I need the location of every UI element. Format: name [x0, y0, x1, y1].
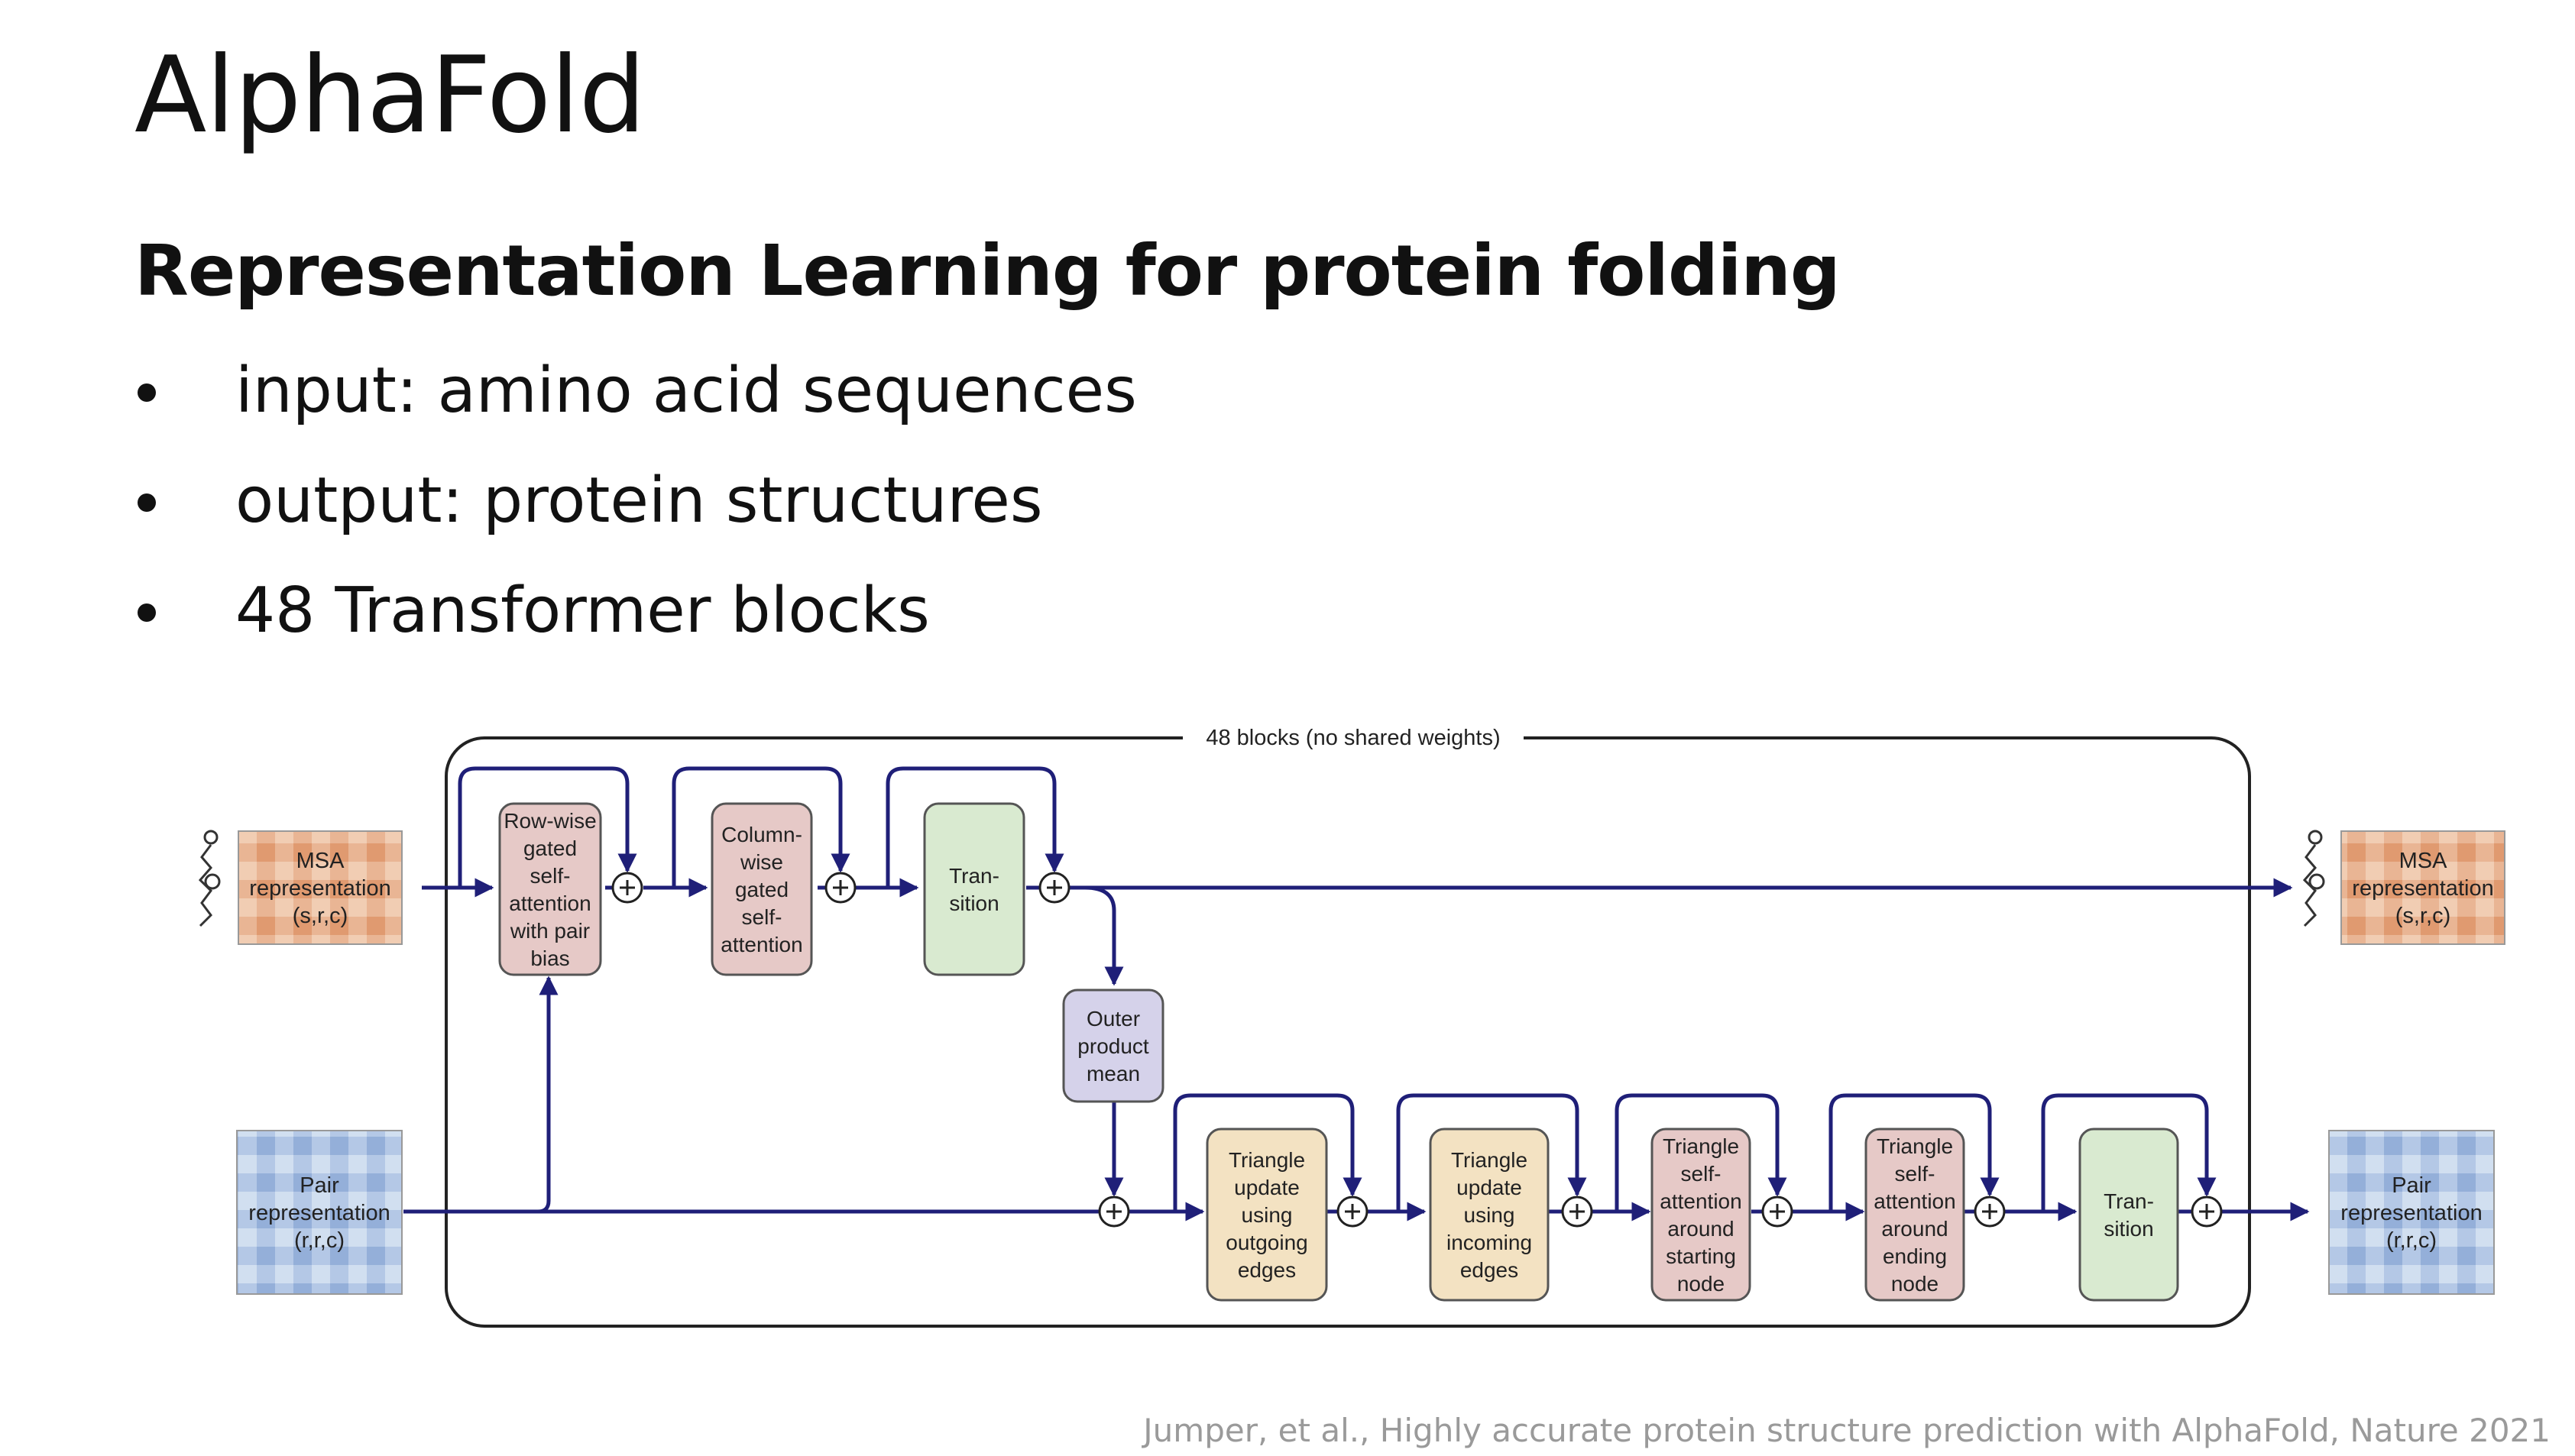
bullet-list: input: amino acid sequences output: prot… [134, 338, 1137, 668]
pair-transition-block-label: Tran-sition [2104, 1189, 2154, 1241]
msa-transition-block: Tran-sition [923, 802, 1025, 976]
sum-node [1038, 872, 1070, 904]
bullet-item: input: amino acid sequences [134, 338, 1137, 448]
bullet-text: 48 Transformer blocks [235, 574, 930, 647]
sum-node [1561, 1196, 1593, 1228]
slide-subtitle: Representation Learning for protein fold… [134, 230, 1841, 312]
sum-node [1761, 1196, 1793, 1228]
bullet-dot [138, 603, 156, 622]
residual-row-attention [458, 766, 637, 888]
msa-transition-block-label: Tran-sition [949, 864, 999, 915]
sum-node [824, 872, 857, 904]
bullet-item: 48 Transformer blocks [134, 558, 1137, 668]
sum-node [611, 872, 643, 904]
sum-node [1336, 1196, 1368, 1228]
residual-pair-transition [2041, 1093, 2217, 1212]
slide-title: AlphaFold [134, 34, 646, 157]
residual-tri-att-start [1615, 1093, 1787, 1212]
frame-label: 48 blocks (no shared weights) [1206, 726, 1500, 750]
citation: Jumper, et al., Highly accurate protein … [1143, 1412, 2551, 1449]
to-outer-product [1084, 885, 1124, 986]
residual-msa-transition [886, 766, 1064, 888]
sum-node [1974, 1196, 2006, 1228]
bullet-dot [138, 383, 156, 402]
sum-node [2191, 1196, 2223, 1228]
bullet-text: output: protein structures [235, 464, 1043, 537]
residual-tri-att-end [1828, 1093, 2000, 1212]
protein-output-icon [2302, 830, 2325, 927]
residual-tri-out [1173, 1093, 1362, 1212]
pair-transition-block: Tran-sition [2078, 1128, 2179, 1302]
bullet-text: input: amino acid sequences [235, 354, 1137, 427]
connectors [403, 766, 2310, 1221]
protein-input-icon [198, 830, 221, 927]
pair-bias-line [537, 976, 559, 1214]
bullet-dot [138, 493, 156, 512]
sum-node [1098, 1196, 1130, 1228]
bullet-item: output: protein structures [134, 448, 1137, 558]
residual-col-attention [672, 766, 850, 888]
residual-tri-in [1396, 1093, 1587, 1212]
